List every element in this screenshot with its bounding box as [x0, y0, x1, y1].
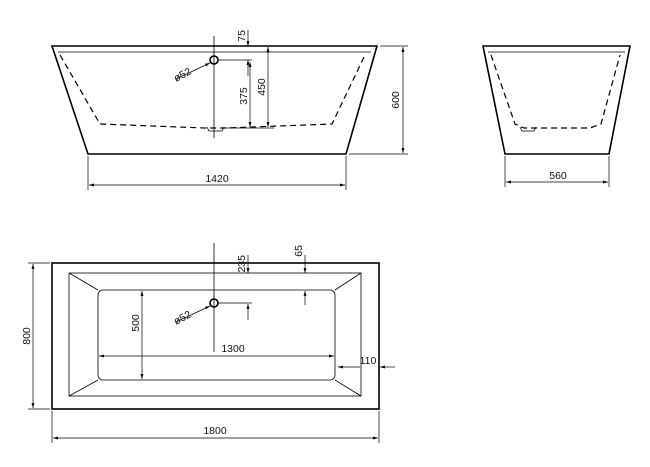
side-view-drain — [519, 126, 537, 132]
top-view-diameter-leader — [175, 305, 211, 323]
front-view-diameter-label: ø52 — [172, 65, 194, 84]
front-view-inner-profile — [59, 54, 366, 129]
side-view: 560 — [482, 45, 631, 187]
top-view-1300-label: 1300 — [221, 343, 245, 355]
side-view-outline — [482, 45, 631, 155]
front-view-450-label: 450 — [256, 78, 268, 96]
side-view-560-label: 560 — [549, 170, 567, 182]
top-view-slope-corner-tl — [68, 272, 99, 291]
top-view-110-label: 110 — [360, 355, 377, 367]
top-view-slope-corner-tr — [334, 272, 362, 291]
top-view: ø52 235 65 500 1300 110 800 1800 — [21, 243, 395, 443]
front-view-outline — [50, 45, 379, 155]
top-view-slope-corner-bl — [68, 379, 99, 397]
top-view-65-label: 65 — [293, 245, 305, 257]
front-view: ø52 75 375 450 600 1420 — [50, 30, 408, 190]
top-view-slope-corner-br — [334, 379, 362, 397]
top-view-1800-label: 1800 — [203, 425, 227, 437]
top-view-800-label: 800 — [21, 327, 33, 345]
top-view-235-label: 235 — [236, 255, 248, 273]
top-view-outer-rim — [51, 262, 380, 410]
top-view-inner-rim — [68, 272, 362, 397]
top-view-diameter-label: ø52 — [172, 308, 194, 327]
front-view-375-label: 375 — [238, 87, 250, 105]
front-view-drain — [206, 126, 225, 132]
top-view-basin-bottom — [97, 289, 336, 381]
front-view-1420-label: 1420 — [205, 173, 229, 185]
front-view-diameter-leader — [175, 62, 211, 80]
front-view-600-label: 600 — [390, 91, 402, 109]
top-view-500-label: 500 — [130, 314, 142, 332]
side-view-inner-profile — [490, 54, 621, 129]
front-view-75-label: 75 — [236, 30, 248, 42]
